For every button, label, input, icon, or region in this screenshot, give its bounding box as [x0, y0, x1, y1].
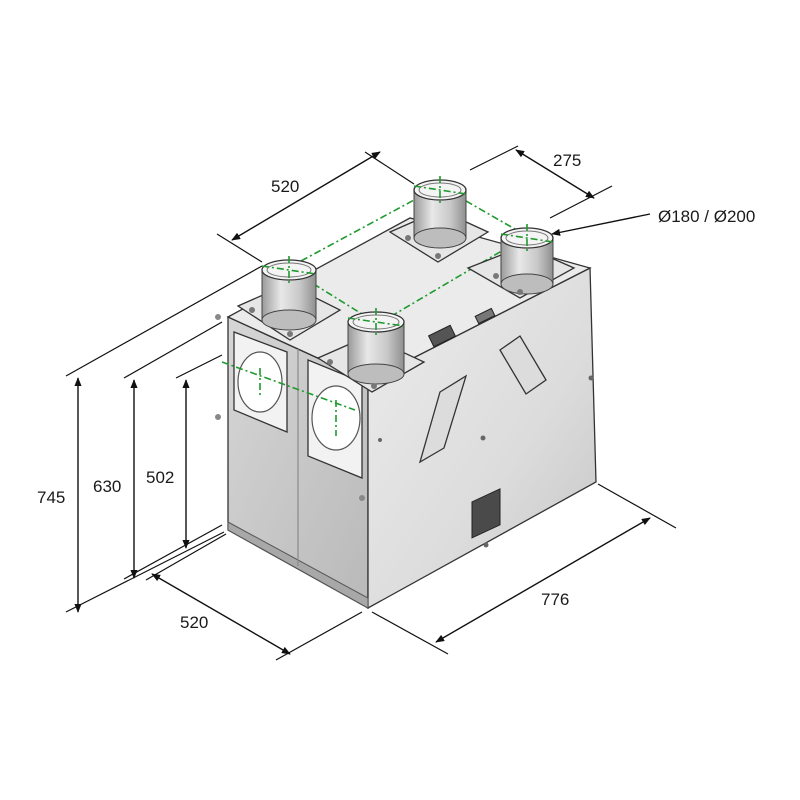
dim-height-ports: 502 [146, 354, 223, 549]
duct-front-right [316, 308, 426, 393]
front-screw [215, 314, 221, 320]
dim-height-total-label: 745 [37, 488, 65, 507]
dim-top-width-label: 520 [271, 177, 299, 196]
dim-top-spacing-label: 275 [553, 151, 581, 170]
dim-bottom-depth: 776 [371, 483, 677, 655]
side-latch-right [499, 335, 547, 395]
front-screw [215, 414, 221, 420]
side-hole [588, 375, 594, 381]
dim-top-width: 520 [216, 151, 415, 263]
front-port-left [233, 331, 288, 433]
dim-height-total: 745 [37, 265, 263, 613]
dim-bottom-depth-label: 776 [541, 590, 569, 609]
label-plate [427, 324, 457, 348]
duct-front-left [236, 256, 342, 341]
duct-back-left [388, 176, 490, 263]
side-hole [483, 542, 489, 548]
side-hole [378, 438, 382, 442]
dim-diameter: Ø180 / Ø200 [551, 207, 755, 236]
dim-bottom-width: 520 [145, 533, 363, 661]
dim-height-ports-label: 502 [146, 468, 174, 487]
side-hole [480, 435, 486, 441]
dim-diameter-label: Ø180 / Ø200 [658, 207, 755, 226]
dim-top-spacing: 275 [469, 145, 613, 219]
label-plate-small [474, 307, 496, 325]
front-screw [359, 495, 365, 501]
side-latch-left [418, 374, 468, 464]
dim-height-body-label: 630 [93, 477, 121, 496]
front-port-axis [221, 361, 356, 411]
dim-bottom-width-label: 520 [180, 613, 208, 632]
dim-height-body: 630 [93, 321, 223, 580]
duct-back-right [466, 224, 576, 299]
